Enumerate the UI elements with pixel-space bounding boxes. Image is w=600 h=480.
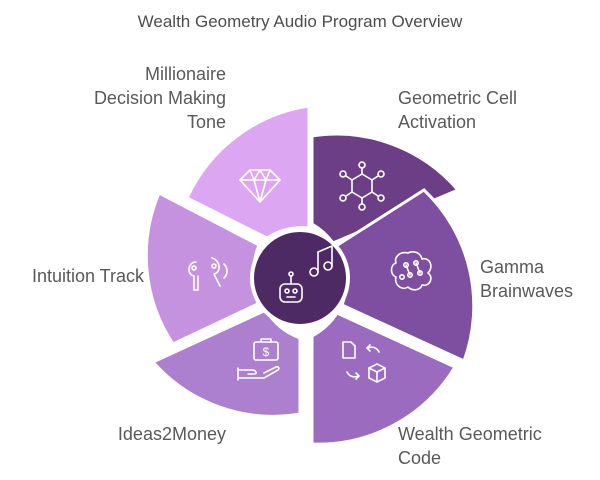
segment-geometric-cell-activation	[310, 132, 461, 245]
label-ideas2money: Ideas2Money	[117, 424, 226, 444]
center-hub	[250, 228, 350, 328]
label-millionaire-decision-making-tone: Millionaire Decision Making Tone	[93, 64, 226, 132]
diamond-icon	[239, 169, 281, 203]
segment-ideas2money	[150, 308, 302, 418]
label-gamma-brainwaves: Gamma Brainwaves	[480, 257, 574, 301]
money-hand-icon: $	[237, 338, 280, 381]
robot-music-icon	[279, 245, 333, 303]
earbuds-icon	[188, 257, 228, 291]
label-geometric-cell-activation: Geometric Cell Activation	[398, 88, 518, 132]
molecule-icon	[339, 161, 385, 211]
diagram-title: Wealth Geometry Audio Program Overview	[137, 12, 463, 31]
brain-icon	[390, 251, 432, 291]
svg-text:$: $	[263, 345, 270, 359]
label-intuition-track: Intuition Track	[31, 266, 144, 286]
document-cube-exchange-icon	[342, 341, 386, 383]
label-wealth-geometric-code: Wealth Geometric Code	[398, 424, 542, 468]
